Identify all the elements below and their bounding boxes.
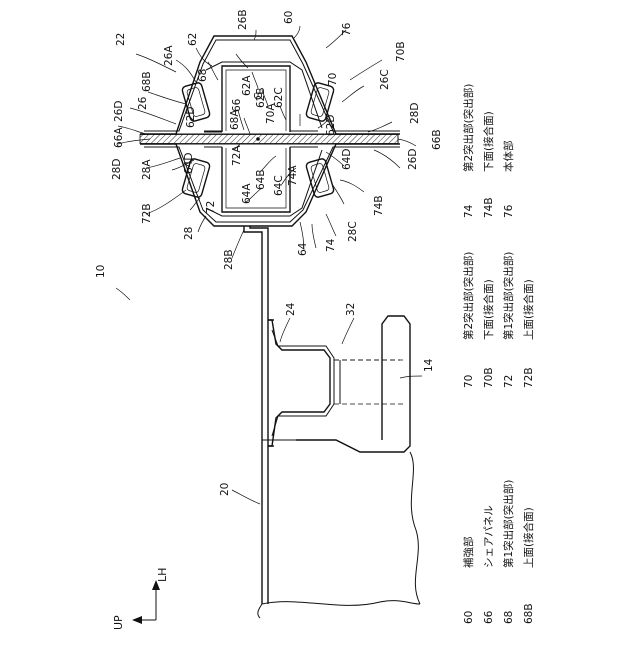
label-26: 26 (137, 96, 149, 110)
legend-col2-num-0: 70 (463, 375, 475, 388)
label-74: 74 (325, 238, 337, 252)
centroid-g-marker (256, 137, 260, 141)
break-line-bottom (262, 601, 420, 606)
legend-col3-num-2: 76 (503, 204, 515, 218)
label-72A: 72A (231, 145, 243, 166)
label-10: 10 (95, 265, 107, 278)
label-74B: 74B (373, 195, 385, 216)
legend-col1-text-2: 第1突出部(突出部) (502, 480, 515, 568)
rail-14 (296, 316, 410, 452)
bracket-24-inner (272, 330, 334, 436)
label-72B: 72B (141, 203, 153, 224)
legend-col1-text-1: シェアパネル (483, 505, 495, 568)
projection-74 (305, 158, 334, 198)
bracket-24 (268, 320, 330, 446)
legend-col1-num-0: 60 (463, 611, 475, 624)
legend-col3-text-2: 本体部 (502, 141, 515, 173)
label-66A: 66A (113, 127, 125, 148)
legend-col1-text-0: 補強部 (462, 537, 475, 569)
legend-col2-text-3: 上面(接合面) (522, 279, 535, 340)
label-66B: 66B (431, 129, 443, 150)
legend-col2-text-1: 下面(接合面) (482, 279, 495, 340)
label-70: 70 (327, 73, 339, 86)
label-26B: 26B (237, 9, 249, 30)
label-60: 60 (283, 11, 295, 24)
legend-col2-num-3: 72B (523, 367, 535, 388)
member-28-outer (140, 144, 400, 226)
label-26A: 26A (163, 45, 175, 66)
legend-col1-num-3: 68B (523, 603, 535, 624)
label-28: 28 (183, 227, 195, 240)
label-26D-left: 26D (113, 101, 125, 122)
arrow-left-icon (132, 616, 142, 624)
label-76: 76 (341, 22, 353, 36)
label-26C: 26C (379, 69, 391, 90)
label-64B: 64B (255, 169, 267, 190)
member-20-right (250, 226, 268, 604)
label-24: 24 (285, 302, 297, 316)
label-32: 32 (345, 303, 357, 316)
label-72: 72 (205, 201, 217, 214)
label-70B: 70B (395, 41, 407, 62)
legend-col1-num-1: 66 (483, 610, 495, 624)
label-64A: 64A (241, 183, 253, 204)
label-62A: 62A (241, 75, 253, 96)
label-26D-right: 26D (407, 149, 419, 170)
label-64D-right: 64D (341, 149, 353, 170)
lower-structure (244, 226, 420, 618)
axis-label-up: UP (112, 615, 125, 630)
label-22: 22 (115, 33, 127, 46)
label-28C: 28C (347, 221, 359, 242)
break-line-left (258, 604, 262, 618)
label-66: 66 (231, 98, 243, 112)
label-20: 20 (219, 483, 231, 496)
label-64C: 64C (273, 175, 285, 196)
legend-col3-num-0: 74 (463, 204, 475, 218)
legend-col2-num-2: 72 (503, 375, 515, 388)
label-64D-left: 64D (183, 153, 195, 174)
legend-col3-text-1: 下面(接合面) (482, 111, 495, 172)
label-64: 64 (297, 242, 309, 256)
member-20-left (244, 226, 262, 604)
break-line-right (410, 452, 420, 604)
label-70A: 70A (265, 103, 277, 124)
legend-col3-text-0: 第2突出部(突出部) (462, 84, 475, 172)
legend-col3-num-1: 74B (483, 197, 495, 218)
axis-label-lh: LH (156, 568, 169, 582)
label-28D-right: 28D (409, 103, 421, 124)
legend-col1-num-2: 68 (503, 611, 515, 624)
label-74A: 74A (287, 165, 299, 186)
label-14: 14 (423, 358, 435, 372)
direction-indicator: LH UP (112, 568, 169, 630)
leader-lines (116, 26, 422, 504)
legend-col2-num-1: 70B (483, 367, 495, 388)
callout-labels: 22 26A 62 26B 60 76 70B 26C 28D 26D 66B … (95, 9, 443, 496)
label-28D-left: 28D (111, 159, 123, 180)
label-62D-mid: 62D (325, 115, 337, 136)
shear-panel-66 (140, 135, 398, 144)
legend: 60 補強部 66 シェアパネル 68 第1突出部(突出部) 68B 上面(接合… (462, 84, 535, 624)
legend-col2-text-0: 第2突出部(突出部) (462, 252, 475, 340)
legend-col2-text-2: 第1突出部(突出部) (502, 252, 515, 340)
label-62D-top: 62D (185, 107, 197, 128)
label-68B: 68B (141, 71, 153, 92)
reinforcement-assembly (140, 36, 400, 226)
label-28B: 28B (223, 249, 235, 270)
label-62: 62 (187, 33, 199, 46)
legend-col1-text-3: 上面(接合面) (522, 507, 535, 568)
label-28A: 28A (141, 159, 153, 180)
label-68: 68 (197, 69, 209, 82)
